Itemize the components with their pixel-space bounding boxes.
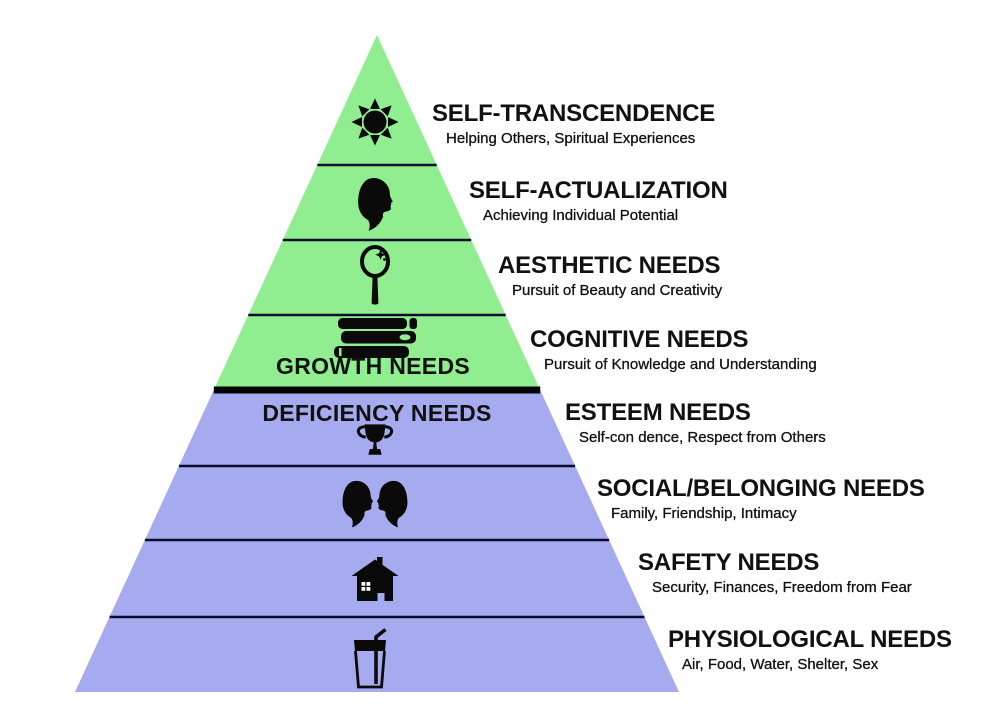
level-label-cognitive-needs: COGNITIVE NEEDS Pursuit of Knowledge and… — [530, 326, 817, 374]
level-subtitle: Self-con dence, Respect from Others — [579, 429, 826, 446]
level-label-self-transcendence: SELF-TRANSCENDENCE Helping Others, Spiri… — [432, 100, 716, 148]
deficiency-needs-group-label: DEFICIENCY NEEDS — [262, 400, 492, 426]
level-subtitle: Security, Finances, Freedom from Fear — [652, 579, 912, 596]
house-icon — [350, 557, 400, 603]
level-label-social-belonging-needs: SOCIAL/BELONGING NEEDS Family, Friendshi… — [597, 475, 925, 523]
hand-mirror-icon — [358, 245, 392, 309]
level-subtitle: Air, Food, Water, Shelter, Sex — [682, 656, 879, 673]
book-stack-icon — [334, 318, 418, 358]
trophy-icon — [356, 422, 394, 459]
level-label-physiological-needs: PHYSIOLOGICAL NEEDS Air, Food, Water, Sh… — [668, 626, 952, 674]
drink-cup-icon — [348, 628, 392, 690]
two-heads-icon — [340, 480, 410, 530]
level-label-self-actualization: SELF-ACTUALIZATION Achieving Individual … — [469, 177, 728, 225]
level-title: SAFETY NEEDS — [638, 549, 820, 576]
level-subtitle: Pursuit of Beauty and Creativity — [512, 282, 723, 299]
level-title: ESTEEM NEEDS — [565, 399, 751, 426]
level-title: SELF-TRANSCENDENCE — [432, 100, 716, 127]
level-title: COGNITIVE NEEDS — [530, 326, 749, 353]
level-title: SOCIAL/BELONGING NEEDS — [597, 475, 925, 502]
sun-icon — [351, 98, 399, 146]
level-label-esteem-needs: ESTEEM NEEDS Self-con dence, Respect fro… — [565, 399, 826, 447]
level-subtitle: Pursuit of Knowledge and Understanding — [544, 356, 817, 373]
level-title: AESTHETIC NEEDS — [498, 252, 721, 279]
level-title: PHYSIOLOGICAL NEEDS — [668, 626, 952, 653]
head-profile-icon — [355, 177, 394, 231]
level-label-safety-needs: SAFETY NEEDS Security, Finances, Freedom… — [638, 549, 912, 597]
growth-needs-group-label: GROWTH NEEDS — [276, 353, 470, 379]
level-subtitle: Achieving Individual Potential — [483, 207, 679, 224]
level-label-aesthetic-needs: AESTHETIC NEEDS Pursuit of Beauty and Cr… — [498, 252, 723, 300]
level-title: SELF-ACTUALIZATION — [469, 177, 728, 204]
level-subtitle: Helping Others, Spiritual Experiences — [446, 130, 696, 147]
level-subtitle: Family, Friendship, Intimacy — [611, 505, 797, 522]
